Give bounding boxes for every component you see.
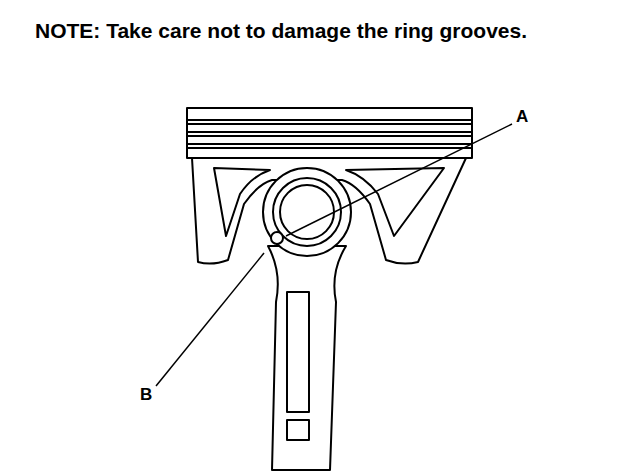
- ring-groove: [187, 131, 472, 133]
- clip-notch: [271, 232, 283, 244]
- ring-groove: [187, 119, 472, 121]
- piston-crown: [187, 108, 472, 158]
- leader-line: [156, 253, 264, 386]
- leader-line: [286, 124, 512, 236]
- ring-groove: [187, 135, 472, 137]
- piston-skirt: [192, 158, 466, 264]
- ring-groove: [187, 147, 472, 149]
- pin-boss: [263, 168, 351, 256]
- note-text: NOTE: Take care not to damage the ring g…: [35, 20, 527, 41]
- ring-groove: [187, 143, 472, 145]
- skirt-pocket: [214, 168, 270, 236]
- ring-groove: [187, 123, 472, 125]
- callout-letter: A: [516, 108, 528, 125]
- skirt-pocket: [346, 168, 444, 236]
- rod-channel: [287, 420, 309, 440]
- connecting-rod: [268, 246, 346, 470]
- rod-channel: [287, 292, 309, 412]
- piston-pin-bore: [280, 185, 334, 239]
- callout-letter: B: [140, 386, 152, 403]
